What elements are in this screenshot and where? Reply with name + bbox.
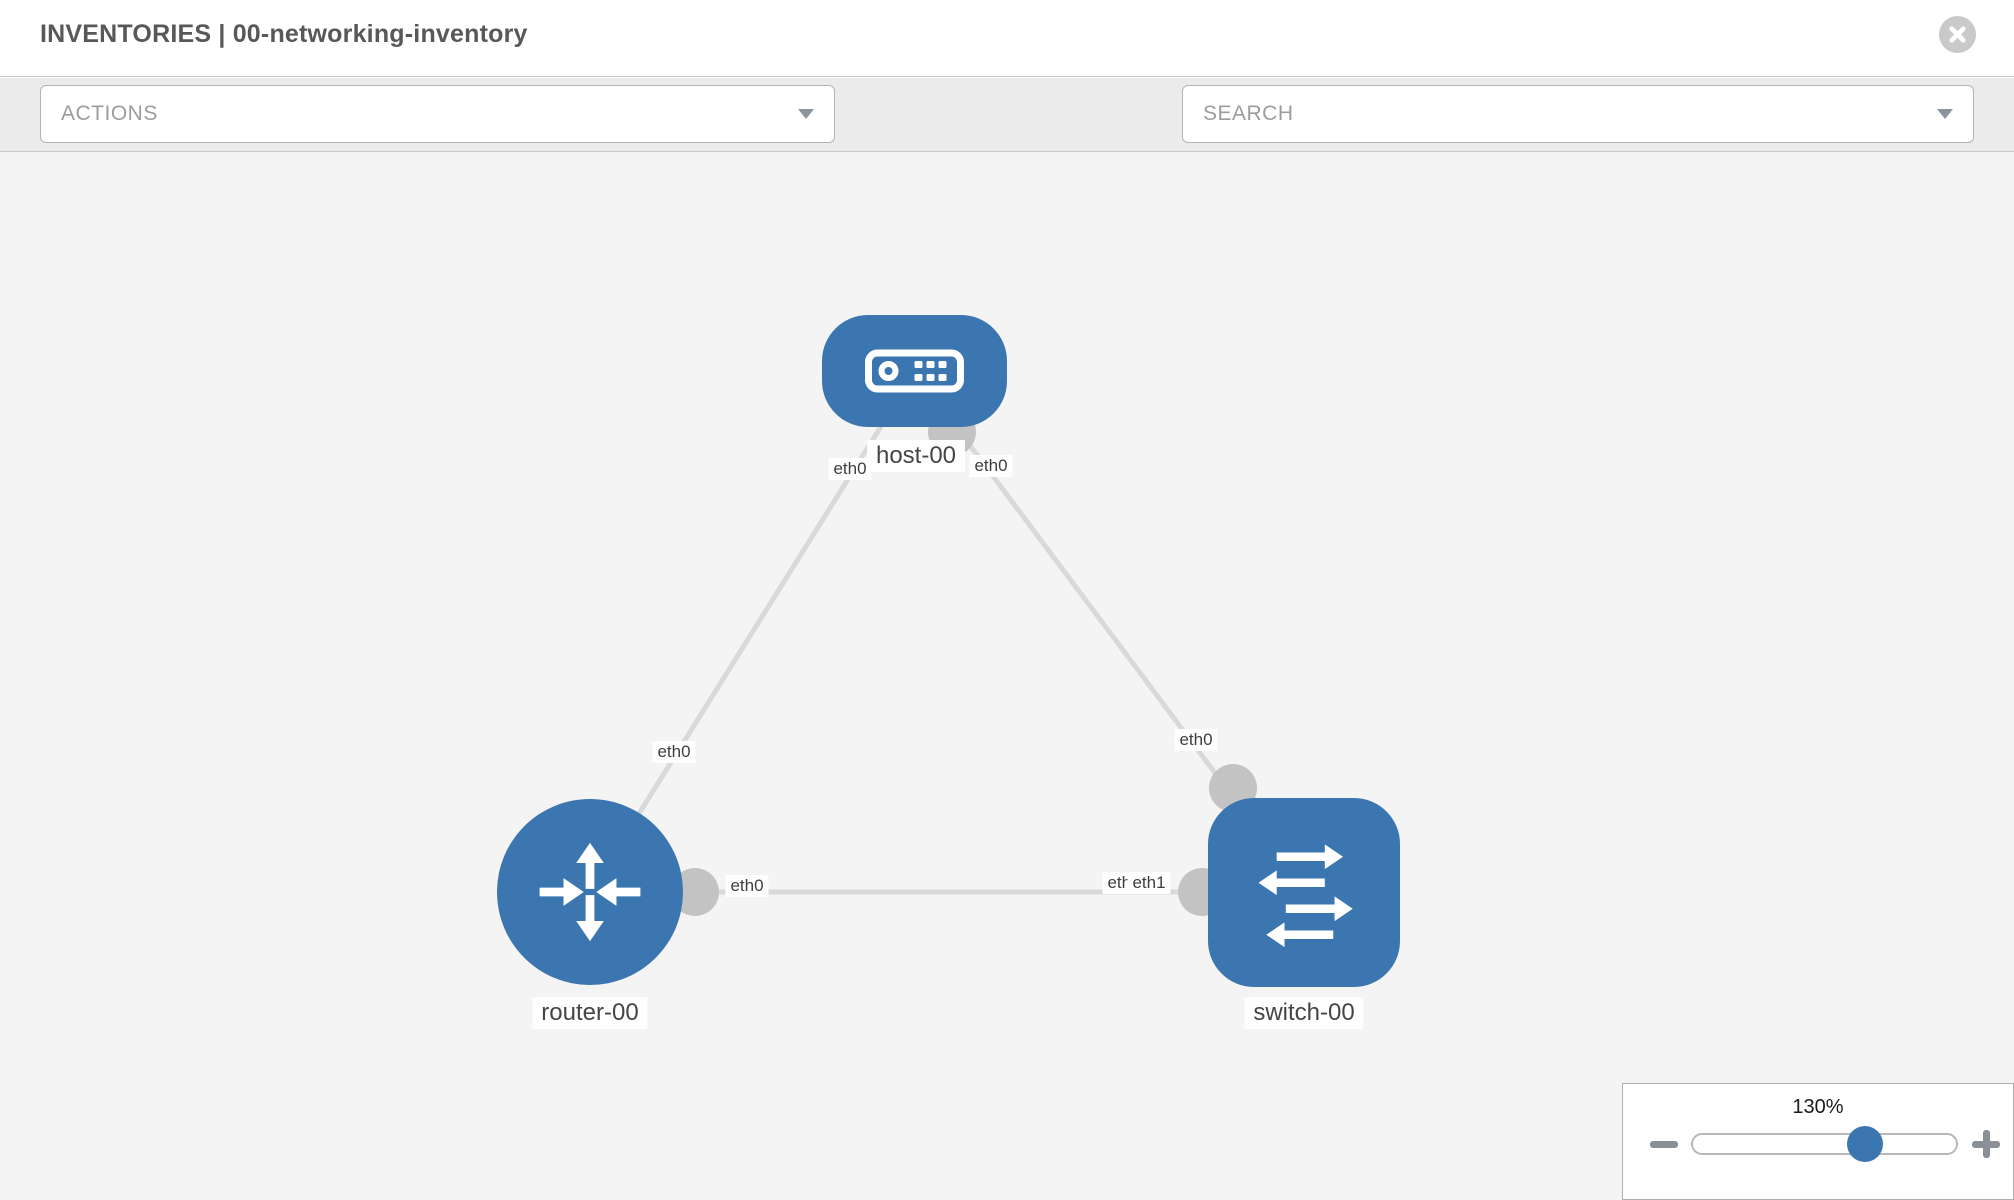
- chevron-down-icon: [1937, 109, 1953, 119]
- zoom-out-button[interactable]: [1648, 1128, 1680, 1160]
- search-dropdown[interactable]: SEARCH: [1182, 85, 1974, 143]
- actions-dropdown[interactable]: ACTIONS: [40, 85, 835, 143]
- close-button[interactable]: [1939, 16, 1976, 53]
- header: INVENTORIES | 00-networking-inventory: [0, 0, 2014, 77]
- interface-label: eth0: [725, 875, 769, 897]
- topology-svg: [497, 315, 1400, 987]
- chevron-down-icon: [798, 109, 814, 119]
- interface-label: eth0: [828, 458, 872, 480]
- node-host-00[interactable]: [822, 315, 1007, 427]
- node-label: host-00: [866, 440, 966, 472]
- search-dropdown-label: SEARCH: [1203, 102, 1294, 125]
- minus-icon: [1650, 1141, 1678, 1148]
- node-label: switch-00: [1244, 997, 1364, 1029]
- interface-label: eth0: [1174, 729, 1218, 751]
- interface-label: eth1: [1127, 872, 1171, 894]
- node-label: router-00: [532, 997, 648, 1029]
- zoom-level-value: 130%: [1792, 1096, 1844, 1118]
- actions-dropdown-label: ACTIONS: [61, 102, 158, 125]
- interface-label: eth0: [969, 455, 1013, 477]
- toolbar: ACTIONS SEARCH: [0, 78, 2014, 215]
- zoom-in-button[interactable]: [1970, 1128, 2002, 1160]
- plus-icon-v: [1983, 1130, 1990, 1158]
- zoom-slider-track[interactable]: [1691, 1133, 1958, 1155]
- page-title: INVENTORIES | 00-networking-inventory: [40, 20, 528, 48]
- close-icon: [1949, 26, 1966, 43]
- node-router-00[interactable]: [497, 799, 683, 985]
- zoom-panel: 130%: [1622, 1083, 2014, 1200]
- link-endpoint: [671, 868, 719, 916]
- node-switch-00[interactable]: [1208, 798, 1400, 987]
- zoom-slider-knob[interactable]: [1847, 1126, 1883, 1162]
- interface-label: eth0: [652, 741, 696, 763]
